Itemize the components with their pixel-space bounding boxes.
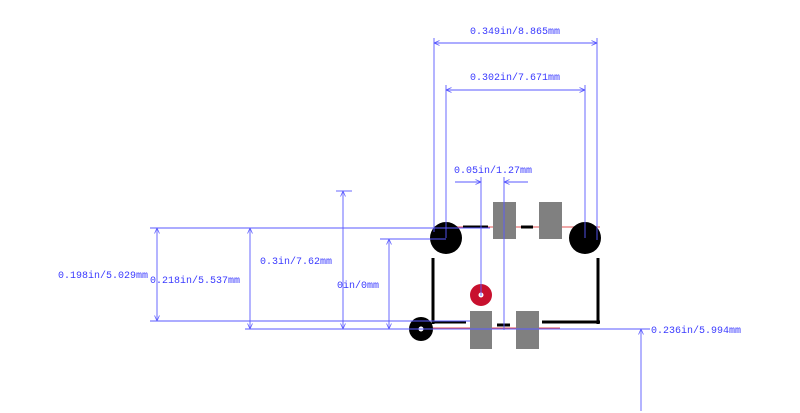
pad-3	[470, 311, 492, 349]
pad-2	[539, 202, 562, 239]
dim-left-218: 0.218in/5.537mm	[150, 275, 240, 287]
pad-1	[493, 202, 516, 239]
dim-pitch: 0.05in/1.27mm	[454, 165, 532, 177]
dim-top-overall: 0.349in/8.865mm	[470, 26, 560, 38]
dimension-lines	[150, 38, 650, 411]
dim-right-236: 0.236in/5.994mm	[651, 325, 741, 337]
dim-left-3: 0.3in/7.62mm	[260, 256, 332, 268]
footprint-body	[409, 202, 601, 349]
pad-4	[516, 311, 539, 349]
dim-top-inner: 0.302in/7.671mm	[470, 72, 560, 84]
dim-left-198: 0.198in/5.029mm	[58, 270, 148, 282]
dim-zero: 0in/0mm	[337, 280, 379, 292]
